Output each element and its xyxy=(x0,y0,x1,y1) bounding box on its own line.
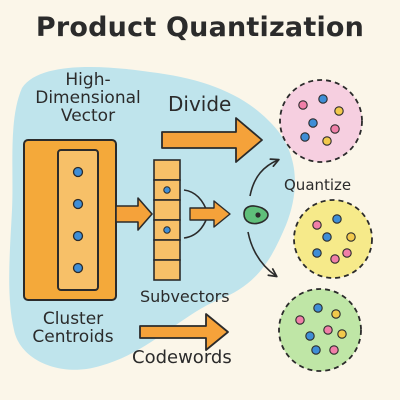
divide-arrow xyxy=(161,117,263,163)
cluster-point xyxy=(318,94,328,104)
vector-dots xyxy=(72,166,84,274)
cluster-point xyxy=(330,124,340,134)
cluster-point xyxy=(305,331,315,341)
vector-dot xyxy=(72,262,84,274)
cluster-point xyxy=(298,100,308,110)
label-line: High- xyxy=(65,70,111,90)
quantize-marker-dot xyxy=(255,212,261,218)
subvector-stack xyxy=(153,159,181,281)
label-line: Vector xyxy=(60,105,116,126)
curve-arrow-to-bottom-cluster xyxy=(247,231,278,278)
cluster-point xyxy=(342,248,352,258)
vector-dot xyxy=(72,198,84,210)
cluster-point xyxy=(337,329,347,339)
cluster-point xyxy=(295,315,305,325)
codewords-label: Codewords xyxy=(132,347,232,368)
cluster-point xyxy=(312,220,322,230)
subvector-dot xyxy=(163,186,171,194)
cluster-point xyxy=(332,214,342,224)
subvector-cell xyxy=(153,239,181,261)
cluster-point xyxy=(313,303,323,313)
fan-arrow-mid xyxy=(189,200,231,228)
cluster-point xyxy=(323,325,333,335)
cluster-point xyxy=(330,254,340,264)
label-line: Centroids xyxy=(32,326,114,347)
cluster-pink xyxy=(279,79,363,163)
cluster-point xyxy=(322,232,332,242)
cluster-point xyxy=(312,248,322,258)
label-line: Cluster xyxy=(42,309,104,329)
high-dimensional-vector-label: High- Dimensional Vector xyxy=(18,70,158,126)
subvector-cell xyxy=(153,259,181,281)
cluster-centroids-label: Cluster Centroids xyxy=(8,309,138,347)
subvector-dot xyxy=(163,226,171,234)
vector-dot xyxy=(72,166,84,178)
subvector-cell xyxy=(153,159,181,181)
cluster-green xyxy=(278,288,362,372)
cluster-point xyxy=(322,136,332,146)
codewords-arrow xyxy=(139,313,229,351)
quantize-label: Quantize xyxy=(284,176,352,194)
subvectors-label: Subvectors xyxy=(140,287,230,306)
cluster-point xyxy=(300,132,310,142)
cluster-yellow xyxy=(293,199,373,279)
cluster-point xyxy=(346,232,356,242)
cluster-group xyxy=(278,79,373,372)
cluster-point xyxy=(308,118,318,128)
curve-arrow-to-top-cluster xyxy=(249,158,280,197)
cluster-point xyxy=(334,106,344,116)
vector-dot xyxy=(72,230,84,242)
cluster-point xyxy=(311,345,321,355)
subvector-cell xyxy=(153,199,181,221)
diagram-title: Product Quantization xyxy=(35,12,365,43)
divide-label: Divide xyxy=(168,92,232,116)
cluster-point xyxy=(331,309,341,319)
cluster-point xyxy=(329,345,339,355)
label-line: Dimensional xyxy=(35,87,141,108)
vector-column xyxy=(57,149,99,291)
arrow-to-subvectors xyxy=(115,197,153,231)
